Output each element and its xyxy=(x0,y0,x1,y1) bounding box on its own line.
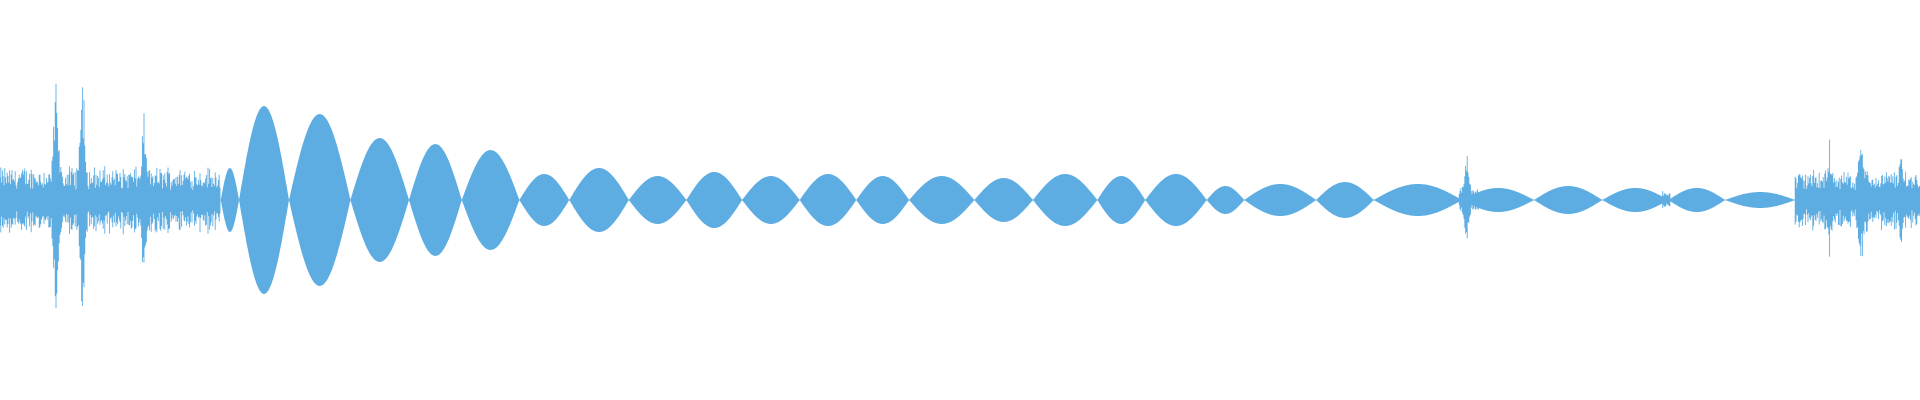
waveform-shape xyxy=(0,83,1920,308)
